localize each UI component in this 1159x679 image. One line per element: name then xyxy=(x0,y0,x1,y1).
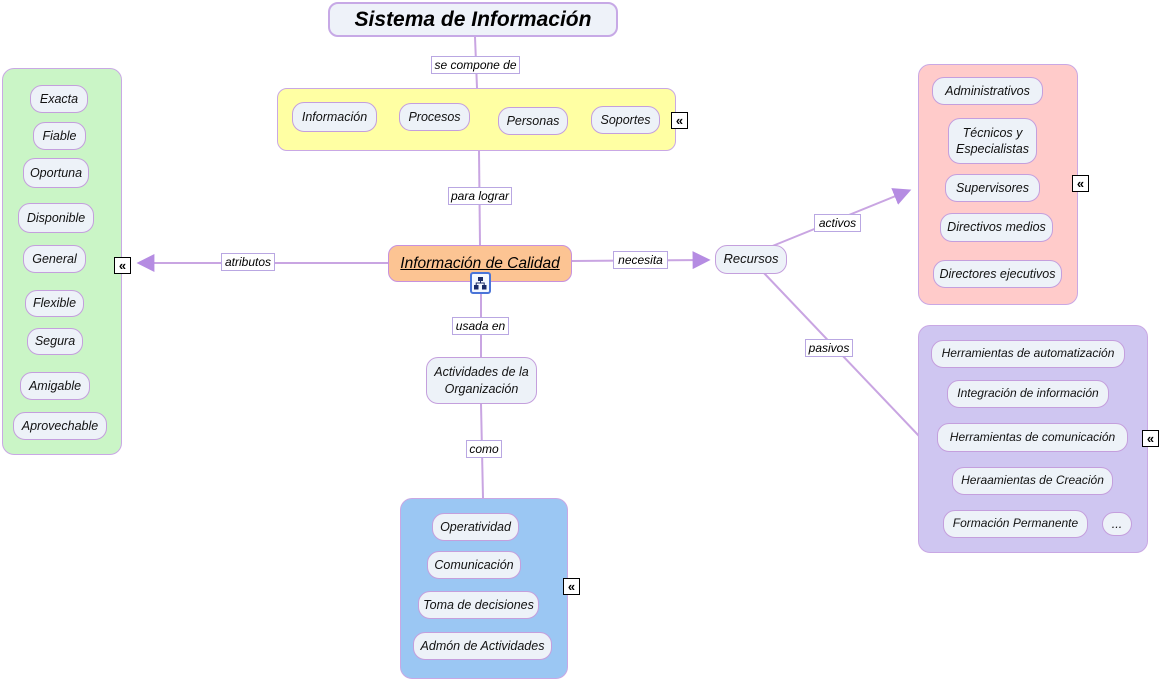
link-label-como[interactable]: como xyxy=(466,440,502,458)
node-operatividad[interactable]: Operatividad xyxy=(432,513,519,541)
node-actividades-organizacion[interactable]: Actividades de la Organización xyxy=(426,357,537,404)
link-label-se-compone-de[interactable]: se compone de xyxy=(431,56,520,74)
node-informacion[interactable]: Información xyxy=(292,102,377,132)
node-fiable[interactable]: Fiable xyxy=(33,122,86,150)
node-ellipsis[interactable]: ... xyxy=(1102,512,1132,536)
node-herramientas-creacion[interactable]: Heraamientas de Creación xyxy=(952,467,1113,495)
node-integracion-informacion[interactable]: Integración de información xyxy=(947,380,1109,408)
node-comunicacion[interactable]: Comunicación xyxy=(427,551,521,579)
collapse-icon-actividades-como[interactable]: « xyxy=(563,578,580,595)
node-soportes[interactable]: Soportes xyxy=(591,106,660,134)
node-procesos[interactable]: Procesos xyxy=(399,103,470,131)
collapse-icon-componentes[interactable]: « xyxy=(671,112,688,129)
link-label-usada-en[interactable]: usada en xyxy=(452,317,509,335)
node-herramientas-comunicacion[interactable]: Herramientas de comunicación xyxy=(937,423,1128,452)
node-oportuna[interactable]: Oportuna xyxy=(23,158,89,188)
concept-map-resource-icon[interactable] xyxy=(470,272,491,294)
node-toma-de-decisiones[interactable]: Toma de decisiones xyxy=(418,591,539,619)
link-label-necesita[interactable]: necesita xyxy=(613,251,668,269)
node-admon-de-actividades[interactable]: Admón de Actividades xyxy=(413,632,552,660)
collapse-icon-recursos-pasivos[interactable]: « xyxy=(1142,430,1159,447)
node-directores-ejecutivos[interactable]: Directores ejecutivos xyxy=(933,260,1062,288)
node-formacion-permanente[interactable]: Formación Permanente xyxy=(943,510,1088,538)
title-node[interactable]: Sistema de Información xyxy=(328,2,618,37)
node-herramientas-automatizacion[interactable]: Herramientas de automatización xyxy=(931,340,1125,368)
node-segura[interactable]: Segura xyxy=(27,328,83,355)
node-administrativos[interactable]: Administrativos xyxy=(932,77,1043,105)
node-supervisores[interactable]: Supervisores xyxy=(945,174,1040,202)
node-directivos-medios[interactable]: Directivos medios xyxy=(940,213,1053,242)
org-chart-glyph xyxy=(474,276,487,289)
node-aprovechable[interactable]: Aprovechable xyxy=(13,412,107,440)
link-label-pasivos[interactable]: pasivos xyxy=(805,339,853,357)
node-disponible[interactable]: Disponible xyxy=(18,203,94,233)
link-label-para-lograr[interactable]: para lograr xyxy=(448,187,512,205)
node-amigable[interactable]: Amigable xyxy=(20,372,90,400)
node-tecnicos-especialistas[interactable]: Técnicos y Especialistas xyxy=(948,118,1037,164)
node-flexible[interactable]: Flexible xyxy=(25,290,84,317)
node-general[interactable]: General xyxy=(23,245,86,273)
link-label-atributos[interactable]: atributos xyxy=(221,253,275,271)
node-personas[interactable]: Personas xyxy=(498,107,568,135)
node-recursos[interactable]: Recursos xyxy=(715,245,787,274)
collapse-icon-recursos-activos[interactable]: « xyxy=(1072,175,1089,192)
link-label-activos[interactable]: activos xyxy=(814,214,861,232)
node-exacta[interactable]: Exacta xyxy=(30,85,88,113)
collapse-icon-atributos[interactable]: « xyxy=(114,257,131,274)
